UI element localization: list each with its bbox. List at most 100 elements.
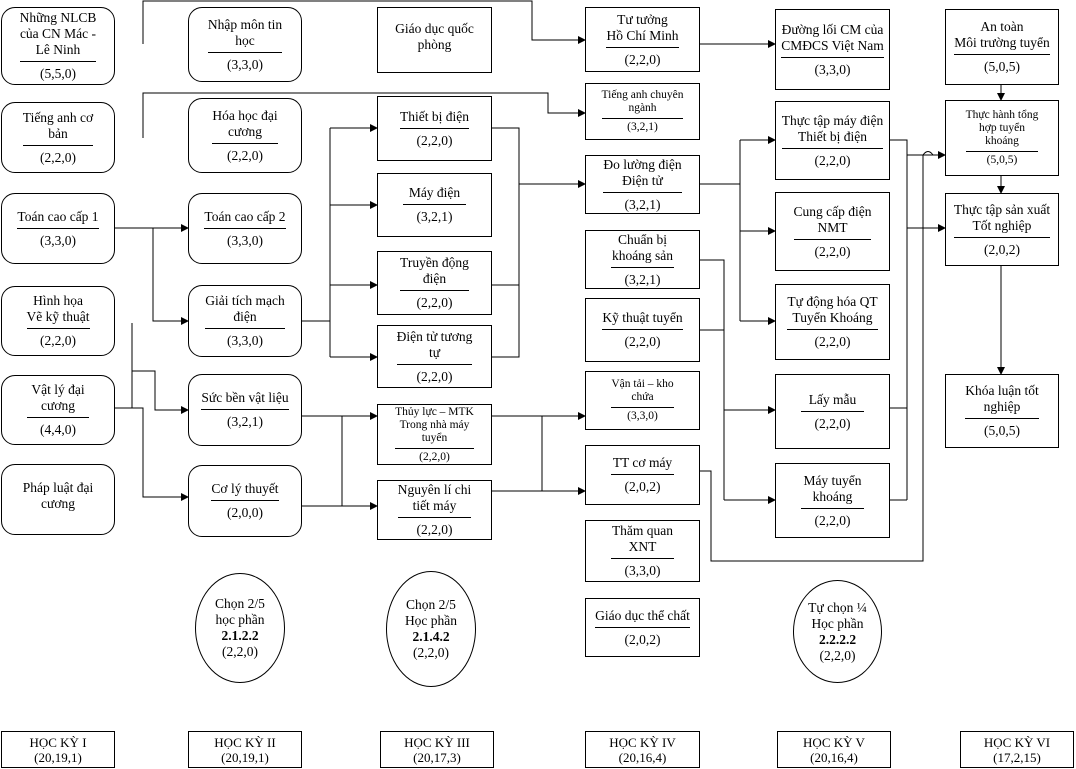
course-credits: (2,0,2) — [984, 241, 1020, 257]
course-title: Sức bền vật liệu — [201, 390, 289, 410]
course-title: Vận tải – kho chứa — [611, 378, 674, 408]
course-title: Những NLCB của CN Mác - Lê Ninh — [19, 10, 97, 62]
course-khoa-luan: Khóa luận tốt nghiệp (5,0,5) — [945, 374, 1059, 448]
course-credits: (2,2,0) — [416, 522, 453, 537]
course-tu-tuong-hcm: Tư tưởng Hồ Chí Minh (2,2,0) — [585, 7, 700, 72]
course-thuc-tap-may-dien: Thực tập máy điện Thiết bị điện (2,2,0) — [775, 101, 890, 180]
course-toan-cao-cap-2: Toán cao cấp 2 (3,3,0) — [188, 193, 302, 264]
semester-credits: (20,16,4) — [810, 749, 858, 765]
course-title: An toàn Môi trường tuyển — [954, 19, 1050, 55]
course-title: Giáo dục thể chất — [595, 608, 690, 628]
course-hoa-hoc: Hóa học đại cương (2,2,0) — [188, 98, 302, 173]
course-title: Thiết bị điện — [400, 109, 469, 129]
course-title: Máy điện — [403, 185, 466, 205]
edge-ttmd-th — [890, 139, 945, 156]
course-credits: (3,3,0) — [40, 232, 76, 248]
course-tieng-anh-co-ban: Tiếng anh cơ bản (2,2,0) — [1, 102, 115, 173]
course-an-toan: An toàn Môi trường tuyển (5,0,5) — [945, 9, 1059, 85]
elective-semester-3: Chọn 2/5 Học phần 2.1.4.2 (2,2,0) — [386, 571, 476, 687]
course-cung-cap-dien: Cung cấp điện NMT (2,2,0) — [775, 192, 890, 271]
course-credits: (5,5,0) — [40, 66, 76, 81]
semester-credits: (20,16,4) — [618, 749, 667, 765]
course-nhap-mon-tin-hoc: Nhập môn tin học (3,3,0) — [188, 7, 302, 82]
course-duong-loi-cm: Đường lối CM của CMĐCS Việt Nam (3,3,0) — [775, 9, 890, 90]
course-may-dien: Máy điện (3,2,1) — [377, 173, 492, 237]
course-credits: (5,0,5) — [986, 154, 1018, 166]
course-title: Điện tử tương tự — [396, 329, 473, 365]
course-title: Khóa luận tốt nghiệp — [965, 383, 1039, 419]
semester-3: HỌC KỲ III (20,17,3) — [380, 731, 494, 768]
course-title: Chuẩn bị khoáng sản — [611, 232, 674, 268]
course-credits: (3,3,0) — [227, 232, 263, 248]
course-title: Kỹ thuật tuyển — [602, 310, 683, 330]
course-title: Máy tuyển khoáng — [801, 473, 864, 509]
course-co-ly-thuyet: Cơ lý thuyết (2,0,0) — [188, 465, 302, 537]
course-credits: (5,0,5) — [984, 423, 1020, 438]
elective-line2: Học phần — [811, 615, 864, 631]
course-credits: (2,0,2) — [624, 479, 661, 494]
course-title: Đo lường điện Điện tử — [603, 157, 682, 193]
elective-line2: học phần — [215, 612, 265, 627]
course-credits: (3,2,1) — [624, 271, 661, 287]
semester-name: HỌC KỲ III — [404, 734, 470, 750]
course-credits: (2,2,0) — [416, 132, 453, 148]
course-title: Thực tập máy điện Thiết bị điện — [781, 113, 884, 149]
course-title: Truyền động điện — [400, 255, 469, 291]
course-ky-thuat-tuyen: Kỹ thuật tuyển (2,2,0) — [585, 298, 700, 362]
course-credits: (2,2,0) — [624, 334, 661, 349]
course-credits: (3,3,0) — [627, 410, 658, 422]
course-van-tai-kho-chua: Vận tải – kho chứa (3,3,0) — [585, 371, 700, 430]
course-credits: (2,2,0) — [416, 368, 453, 384]
course-credits: (3,2,1) — [227, 414, 263, 429]
course-credits: (3,3,0) — [227, 333, 263, 348]
course-title: Giải tích mạch điện — [205, 293, 285, 329]
course-credits: (2,2,0) — [227, 147, 263, 163]
course-credits: (2,2,0) — [419, 450, 450, 463]
course-credits: (2,2,0) — [814, 415, 851, 431]
course-chuan-bi-khoang-san: Chuẩn bị khoáng sản (3,2,1) — [585, 230, 700, 289]
course-credits: (2,2,0) — [624, 51, 661, 67]
elective-semester-2: Chọn 2/5 học phần 2.1.2.2 (2,2,0) — [195, 573, 285, 683]
course-suc-ben-vat-lieu: Sức bền vật liệu (3,2,1) — [188, 374, 302, 446]
course-title: Nhập môn tin học — [207, 17, 283, 53]
course-title: Tư tưởng Hồ Chí Minh — [606, 12, 679, 48]
course-lay-mau: Lấy mẫu (2,2,0) — [775, 374, 890, 449]
course-credits: (2,2,0) — [40, 149, 76, 165]
course-phap-luat: Pháp luật đại cương — [1, 464, 115, 535]
course-title: Thủy lực – MTK Trong nhà máy tuyển — [395, 406, 474, 449]
course-title: Cung cấp điện NMT — [793, 204, 872, 240]
course-truyen-dong-dien: Truyền động điện (2,2,0) — [377, 251, 492, 315]
elective-semester-5: Tự chọn ¼ Học phần 2.2.2.2 (2,2,0) — [793, 580, 882, 683]
course-credits: (3,2,1) — [416, 209, 453, 224]
course-thuc-tap-san-xuat: Thực tập sản xuất Tốt nghiệp (2,0,2) — [945, 193, 1059, 266]
course-credits: (2,2,0) — [416, 295, 453, 310]
course-nguyen-li-chi-tiet-may: Nguyên lí chi tiết máy (2,2,0) — [377, 480, 492, 540]
course-title: Lấy mẫu — [801, 392, 864, 412]
course-title: Toán cao cấp 1 — [17, 209, 99, 229]
course-nlcb: Những NLCB của CN Mác - Lê Ninh (5,5,0) — [1, 7, 115, 85]
semester-4: HỌC KỲ IV (20,16,4) — [585, 731, 700, 768]
course-credits: (3,2,1) — [624, 196, 661, 212]
course-title: Tự động hóa QT Tuyển Khoáng — [787, 294, 878, 330]
course-title: Hóa học đại cương — [212, 108, 278, 144]
elective-credits: (2,2,0) — [819, 647, 856, 663]
course-may-tuyen-khoang: Máy tuyển khoáng (2,2,0) — [775, 463, 890, 538]
course-credits: (2,0,2) — [624, 631, 661, 647]
course-title: Tiếng anh chuyên ngành — [601, 89, 684, 119]
elective-line1: Chọn 2/5 — [406, 597, 456, 612]
course-thuy-luc: Thủy lực – MTK Trong nhà máy tuyển (2,2,… — [377, 404, 492, 465]
elective-code: 2.1.4.2 — [412, 629, 450, 644]
course-title: Thăm quan XNT — [611, 523, 674, 559]
course-giao-duc-quoc-phong: Giáo dục quốc phòng — [377, 7, 492, 73]
course-toan-cao-cap-1: Toán cao cấp 1 (3,3,0) — [1, 193, 115, 264]
course-title: Toán cao cấp 2 — [204, 209, 286, 229]
course-dien-tu-tuong-tu: Điện tử tương tự (2,2,0) — [377, 325, 492, 388]
course-title: Đường lối CM của CMĐCS Việt Nam — [781, 22, 884, 58]
course-title: Thực hành tổng hợp tuyển khoáng — [965, 109, 1039, 152]
course-tham-quan-xnt: Thăm quan XNT (3,3,0) — [585, 520, 700, 582]
course-title: TT cơ máy — [611, 455, 674, 475]
semester-name: HỌC KỲ I — [29, 734, 87, 750]
edge-hh-sb — [132, 370, 189, 414]
course-thuc-hanh-tong-hop: Thực hành tổng hợp tuyển khoáng (5,0,5) — [945, 100, 1059, 176]
semester-name: HỌC KỲ IV — [609, 734, 676, 750]
